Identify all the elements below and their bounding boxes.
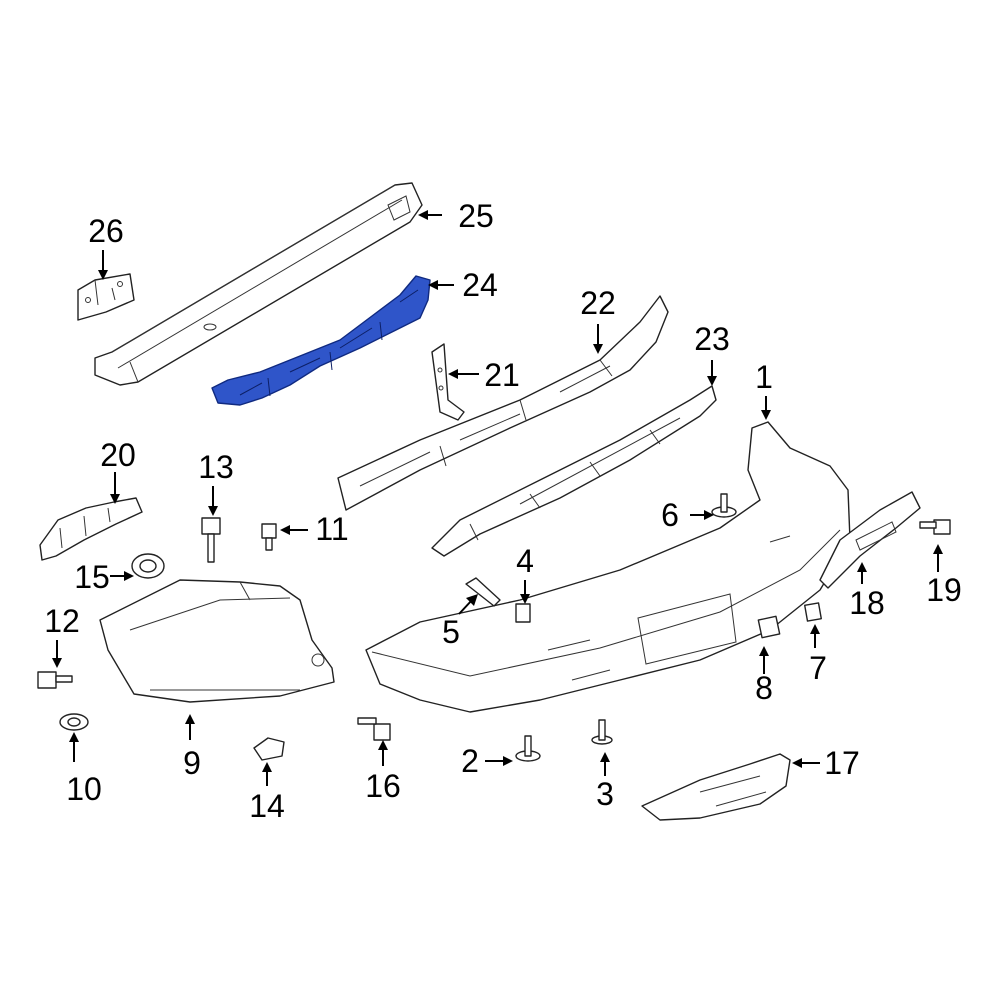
callout-16: 16	[365, 768, 401, 804]
part-1-bumper-cover[interactable]	[365, 421, 851, 713]
part-13-bolt[interactable]	[201, 517, 221, 563]
part-4-nut[interactable]	[515, 603, 531, 623]
callout-25: 25	[458, 198, 494, 234]
part-26-bracket[interactable]	[77, 273, 135, 321]
callout-11: 11	[315, 511, 348, 547]
part-20-side-bracket[interactable]	[39, 497, 143, 561]
callout-8: 8	[755, 670, 773, 706]
callout-3: 3	[596, 776, 614, 812]
callout-1: 1	[755, 359, 773, 395]
callout-13: 13	[198, 449, 234, 485]
callout-labels: 1 2 3 4 5 6 7 8 9 10 11 12 13 14 15 16 1…	[44, 198, 962, 824]
callout-7: 7	[809, 650, 827, 686]
callout-19: 19	[926, 572, 962, 608]
part-23-lower-support[interactable]	[431, 385, 717, 557]
leader-lines	[52, 210, 943, 786]
part-21-small-bracket[interactable]	[431, 343, 465, 421]
callout-24: 24	[462, 267, 498, 303]
callout-5: 5	[442, 614, 460, 650]
callout-6: 6	[661, 497, 679, 533]
part-25-reinforcement-beam[interactable]	[94, 182, 423, 386]
part-15-grommet[interactable]	[131, 553, 165, 579]
part-10-push-pin[interactable]	[59, 713, 89, 731]
callout-10: 10	[66, 771, 102, 807]
callout-15: 15	[74, 559, 110, 595]
callout-26: 26	[88, 213, 124, 249]
part-12-bolt[interactable]	[37, 671, 73, 689]
part-5-bolt[interactable]	[465, 577, 501, 607]
part-9-side-extension[interactable]	[99, 579, 335, 703]
callout-18: 18	[849, 585, 885, 621]
part-3-pin[interactable]	[591, 719, 613, 745]
callout-2: 2	[461, 743, 479, 779]
callout-17: 17	[824, 745, 860, 781]
callout-9: 9	[183, 745, 201, 781]
part-19-bolt[interactable]	[919, 519, 951, 535]
part-17-lower-trim[interactable]	[641, 753, 791, 821]
part-16-bolt[interactable]	[357, 717, 391, 741]
part-14-clip[interactable]	[253, 737, 285, 761]
part-11-bolt[interactable]	[261, 523, 277, 551]
callout-12: 12	[44, 603, 80, 639]
callout-14: 14	[249, 788, 285, 824]
part-18-reflector-bracket[interactable]	[819, 491, 921, 589]
callout-23: 23	[694, 321, 730, 357]
part-7-clip[interactable]	[804, 602, 822, 622]
part-2-pin[interactable]	[515, 735, 541, 762]
callout-20: 20	[100, 437, 136, 473]
part-22-upper-support[interactable]	[337, 295, 669, 511]
part-6-pin[interactable]	[711, 493, 737, 518]
callout-22: 22	[580, 285, 616, 321]
callout-4: 4	[516, 543, 534, 579]
part-8-nut[interactable]	[757, 615, 781, 639]
callout-21: 21	[484, 357, 520, 393]
part-24-energy-absorber[interactable]	[211, 275, 431, 406]
